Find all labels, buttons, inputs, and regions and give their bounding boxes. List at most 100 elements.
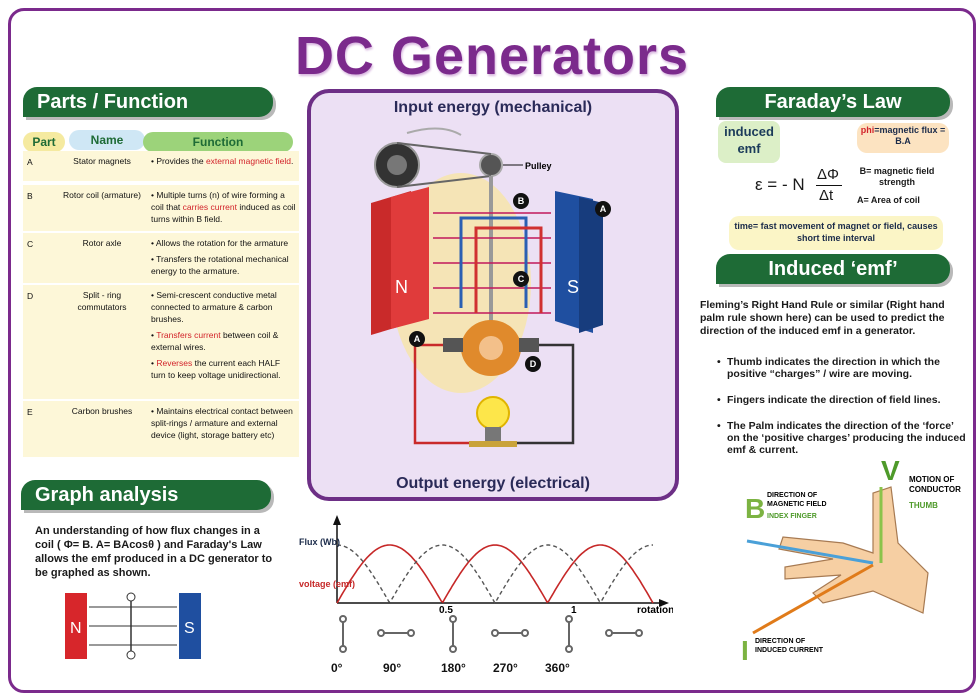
hand-index: INDEX FINGER	[767, 513, 817, 520]
generator-diagram: Pulley N S	[371, 127, 611, 447]
part-function: • Multiple turns (n) of wire forming a c…	[151, 189, 297, 229]
magnet-n-face	[391, 187, 429, 329]
current-arrow	[752, 563, 874, 635]
hand-b: B	[745, 493, 766, 524]
function-line: • Reverses the current each HALF turn to…	[151, 358, 281, 380]
hand-thumb: THUMB	[909, 501, 938, 510]
magnet-s-label: S	[567, 277, 579, 297]
field-arrows	[433, 212, 551, 314]
wire-right	[511, 343, 575, 445]
emf-equation-num: ΔΦ	[817, 166, 839, 183]
bullet-thumb: Thumb indicates the direction in which t…	[717, 356, 967, 380]
small-coil-top	[126, 592, 136, 602]
small-pulley	[479, 153, 503, 177]
bulb-base	[485, 427, 501, 441]
function-line: • Multiple turns (n) of wire forming a c…	[151, 190, 296, 224]
generator-panel: Input energy (mechanical) Output energy …	[307, 89, 679, 501]
part-letter: A	[27, 157, 33, 167]
pulley-label: Pulley	[525, 161, 552, 171]
hand-motion: MOTION OF CONDUCTOR	[909, 475, 961, 494]
flux-curve	[336, 544, 654, 605]
graph-header: Graph analysis	[21, 480, 271, 510]
marker-a-left: A	[414, 334, 421, 344]
deg-270: 270°	[493, 661, 518, 675]
tick-half: 0.5	[439, 605, 453, 616]
small-magnet-s	[179, 593, 201, 659]
hand-i: I	[741, 635, 749, 666]
deg-360: 360°	[545, 661, 570, 675]
function-line: • Allows the rotation for the armature	[151, 238, 289, 248]
deg-90: 90°	[383, 661, 402, 675]
belt-bottom	[396, 175, 492, 188]
hand-dir-field: DIRECTION OF MAGNETIC FIELD	[767, 492, 827, 508]
function-line: • Transfers current between coil & exter…	[151, 330, 279, 352]
phi-box: phi=magnetic flux = B.A	[857, 123, 949, 153]
hand-dir-current: DIRECTION OF INDUCED CURRENT	[755, 638, 824, 654]
voltage-label: voltage (emf)	[299, 579, 355, 589]
commutator-gap	[479, 336, 503, 360]
coil-positions	[339, 615, 643, 653]
hand-shape	[778, 486, 929, 614]
part-name: Stator magnets	[73, 156, 131, 166]
magnet-n-label: N	[395, 277, 408, 297]
emf-equation-den: Δt	[819, 187, 834, 204]
brush-right	[519, 338, 539, 352]
deg-0: 0°	[331, 661, 343, 675]
deg-180: 180°	[441, 661, 466, 675]
part-name: Carbon brushes	[71, 406, 133, 416]
coil-blue	[459, 216, 528, 308]
bullet-palm: The Palm indicates the direction of the …	[717, 420, 967, 456]
induced-emf-bubble: induced emf	[718, 121, 780, 163]
a-definition: A= Area of coil	[857, 195, 920, 205]
part-function: • Maintains electrical contact between s…	[151, 405, 297, 445]
part-letter: B	[27, 191, 33, 201]
brush-left	[443, 338, 463, 352]
small-coil-bottom	[126, 650, 136, 660]
part-function: • Semi-crescent conductive metal connect…	[151, 289, 297, 385]
large-pulley-hub	[387, 155, 407, 175]
wire-left	[413, 343, 476, 445]
b-definition: B= magnetic field strength	[859, 166, 935, 187]
col-part: Part	[23, 132, 65, 152]
time-box: time= fast movement of magnet or field, …	[729, 216, 943, 250]
marker-c: C	[518, 274, 525, 284]
part-markers: B A C A D	[409, 193, 611, 372]
magnet-s-side	[579, 197, 603, 333]
table-row: E Carbon brushes • Maintains electrical co…	[23, 401, 299, 457]
part-function: • Provides the external magnetic field.	[151, 155, 297, 171]
poster-frame: DC Generators Parts / Function Part Name…	[8, 8, 976, 693]
part-letter: C	[27, 239, 34, 249]
graph-small-diagram: N S	[65, 592, 201, 660]
table-row: A Stator magnets • Provides the external m…	[23, 151, 299, 181]
part-letter: E	[27, 407, 33, 417]
induced-bullets: Thumb indicates the direction in which t…	[717, 356, 967, 470]
small-field-lines	[89, 606, 177, 646]
function-line: • Maintains electrical contact between s…	[151, 406, 293, 440]
small-s-label: S	[184, 620, 195, 637]
hand-v: V	[881, 455, 900, 486]
part-letter: D	[27, 291, 34, 301]
emf-curve	[336, 544, 654, 604]
induced-intro: Fleming’s Right Hand Rule or similar (Ri…	[700, 299, 945, 337]
parts-header: Parts / Function	[23, 87, 273, 117]
fraction-bar	[816, 185, 842, 186]
bullet-fingers: Fingers indicate the direction of field …	[717, 394, 967, 406]
right-hand-diagram	[746, 486, 929, 635]
belt-top	[396, 142, 492, 155]
coil-red	[474, 226, 543, 313]
function-line: • Transfers the rotational mechanical en…	[151, 254, 289, 276]
small-n-label: N	[70, 620, 82, 637]
part-name: Rotor axle	[82, 238, 122, 248]
part-function: • Allows the rotation for the armature • …	[151, 237, 297, 281]
light-bulb	[476, 396, 510, 430]
flux-label: Flux (Wb)	[299, 537, 340, 547]
marker-d: D	[530, 359, 537, 369]
table-row: C Rotor axle • Allows the rotation for the…	[23, 233, 299, 283]
small-magnet-n	[65, 593, 87, 659]
tick-one: 1	[571, 605, 577, 616]
marker-a-right: A	[600, 204, 607, 214]
function-line: • Provides the external magnetic field.	[151, 156, 294, 166]
input-energy-label: Input energy (mechanical)	[393, 99, 593, 116]
